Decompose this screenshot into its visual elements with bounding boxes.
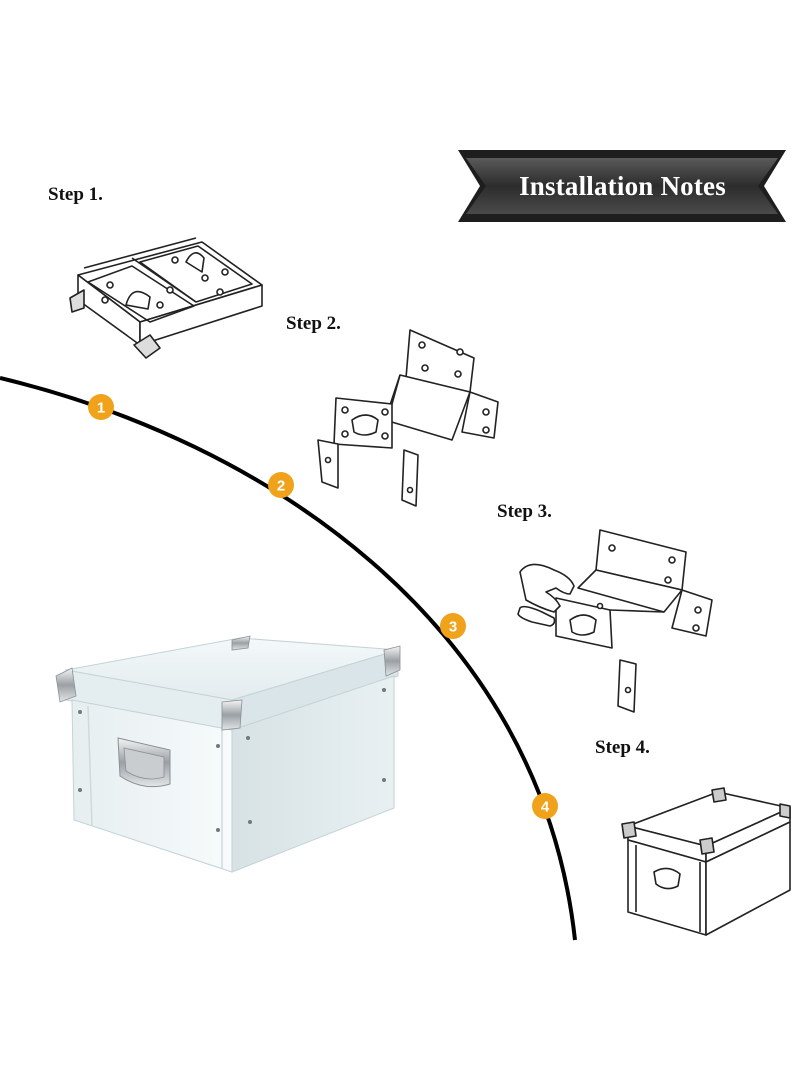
step-2-illustration	[317, 329, 499, 507]
step-badge-4: 4	[532, 793, 558, 819]
svg-text:1: 1	[97, 400, 105, 417]
step-badge-1: 1	[88, 394, 114, 420]
step-3-illustration	[517, 529, 713, 713]
step-1-label: Step 1.	[48, 184, 103, 205]
svg-text:4: 4	[541, 799, 550, 816]
banner-title: Installation Notes	[519, 170, 726, 201]
step-3-label: Step 3.	[497, 501, 552, 522]
step-4-illustration	[621, 787, 791, 936]
step-2-label: Step 2.	[286, 313, 341, 334]
svg-text:2: 2	[277, 478, 285, 495]
step-4-label: Step 4.	[595, 737, 650, 758]
svg-text:3: 3	[449, 619, 457, 636]
step-badge-3: 3	[440, 613, 466, 639]
step-badge-2: 2	[268, 472, 294, 498]
installation-notes-banner	[458, 150, 786, 222]
finished-box-photo	[55, 635, 401, 873]
step-1-illustration	[69, 237, 263, 359]
